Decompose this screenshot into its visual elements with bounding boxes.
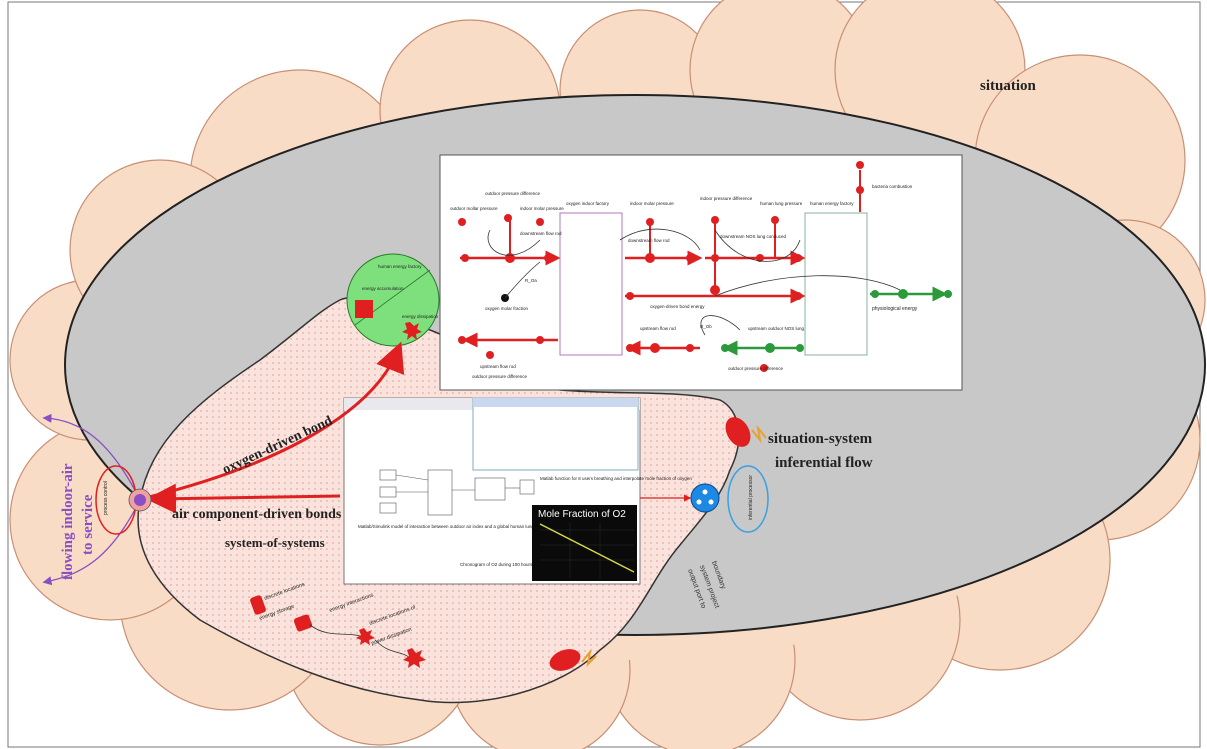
oxygen-bond-arrow — [144, 341, 405, 500]
bg-label: indoor pressure difference — [700, 196, 753, 201]
output-port — [690, 483, 720, 513]
flow-zigzag-icon — [581, 648, 597, 667]
dissipation-burst-icon — [402, 322, 422, 340]
sim-caption-left: Matlab/Simulink model of interaction bet… — [358, 524, 534, 529]
boundary-element-right — [725, 417, 751, 447]
bg-label: downstream flow rod — [520, 231, 562, 236]
bg-label: indoor molar pressure — [630, 201, 674, 206]
air-component-arrow — [146, 483, 341, 514]
bg-label: indoor molar pressure — [520, 206, 564, 211]
inferential-processor-label: inferential processor — [748, 475, 754, 520]
bg-label: outdoor mollar pressure — [450, 206, 498, 211]
green-title: human energy factory — [378, 264, 422, 269]
boundary-element-bottom — [549, 649, 581, 671]
system-of-systems-label: system-of-systems — [225, 535, 325, 550]
bg-label: downstream NOS lung conduced — [720, 234, 787, 239]
bg-label: downstream flow rod — [628, 238, 670, 243]
sim-caption-bottom: Chronogram of O2 during 100 hours in sim… — [460, 562, 600, 567]
situation-system-line2: inferential flow — [775, 455, 873, 471]
oxygen-factory-block — [559, 212, 623, 356]
situation-system-line1: situation-system — [768, 431, 873, 447]
bond-graph-panel: outdoor mollar pressure outdoor pressure… — [439, 154, 963, 391]
flowing-line2: to service — [80, 494, 96, 555]
physiological-energy-label: physiological energy — [872, 306, 918, 312]
simulink-panel: Matlab/Simulink model of interaction bet… — [343, 397, 692, 585]
energy-factory-block — [804, 212, 868, 356]
bg-label: oxygen molar fraction — [485, 306, 529, 311]
mole-fraction-title: Mole Fraction of O2 — [538, 509, 626, 520]
inferential-processor: inferential processor — [690, 465, 769, 533]
input-port-core — [134, 494, 146, 506]
matlab-editor — [472, 397, 639, 471]
sim-caption-right: Matlab function for 8 users breathing an… — [540, 476, 692, 481]
bg-label: human lung pressure — [760, 201, 803, 206]
bg-label: R_Oa — [525, 278, 537, 283]
energy-dissipation-label: energy dissipation — [402, 314, 439, 319]
bg-label: upstream flow rod — [480, 364, 516, 369]
flowing-line1: flowing indoor-air — [60, 463, 76, 580]
bg-label: outdoor pressure difference — [728, 366, 783, 371]
bg-label: outdoor pressure difference — [472, 374, 527, 379]
flow-curve-up — [42, 413, 141, 501]
accumulator-icon — [355, 300, 373, 318]
air-component-label: air component-driven bonds — [172, 507, 342, 522]
mole-fraction-series — [539, 523, 635, 573]
bond-graph-labels: outdoor mollar pressure outdoor pressure… — [450, 184, 918, 379]
inferential-zigzag-icon — [751, 424, 767, 444]
bg-label: bacteria combustion — [872, 184, 913, 189]
green-nodes — [721, 289, 952, 353]
process-control-label: process control — [103, 481, 109, 515]
bg-label: human energy factory — [810, 201, 854, 206]
bg-label: oxygen-driven bond energy — [650, 304, 705, 309]
flowing-label: flowing indoor-air to service — [60, 463, 96, 580]
bg-label: oxygen indoor factory — [566, 201, 610, 206]
bg-label: outdoor pressure difference — [485, 191, 540, 196]
flow-curve-down — [42, 499, 141, 586]
energy-factory-circle: human energy factory energy accumulation… — [346, 253, 440, 347]
bg-label: R_Ob — [700, 324, 712, 329]
bg-label: upstream outdoor NOS lung — [748, 326, 805, 331]
energy-accumulation-label: energy accumulation — [362, 286, 404, 291]
bg-label: upstream flow rod — [640, 326, 676, 331]
situation-label: situation — [980, 78, 1037, 94]
mole-fraction-plot — [532, 505, 637, 581]
